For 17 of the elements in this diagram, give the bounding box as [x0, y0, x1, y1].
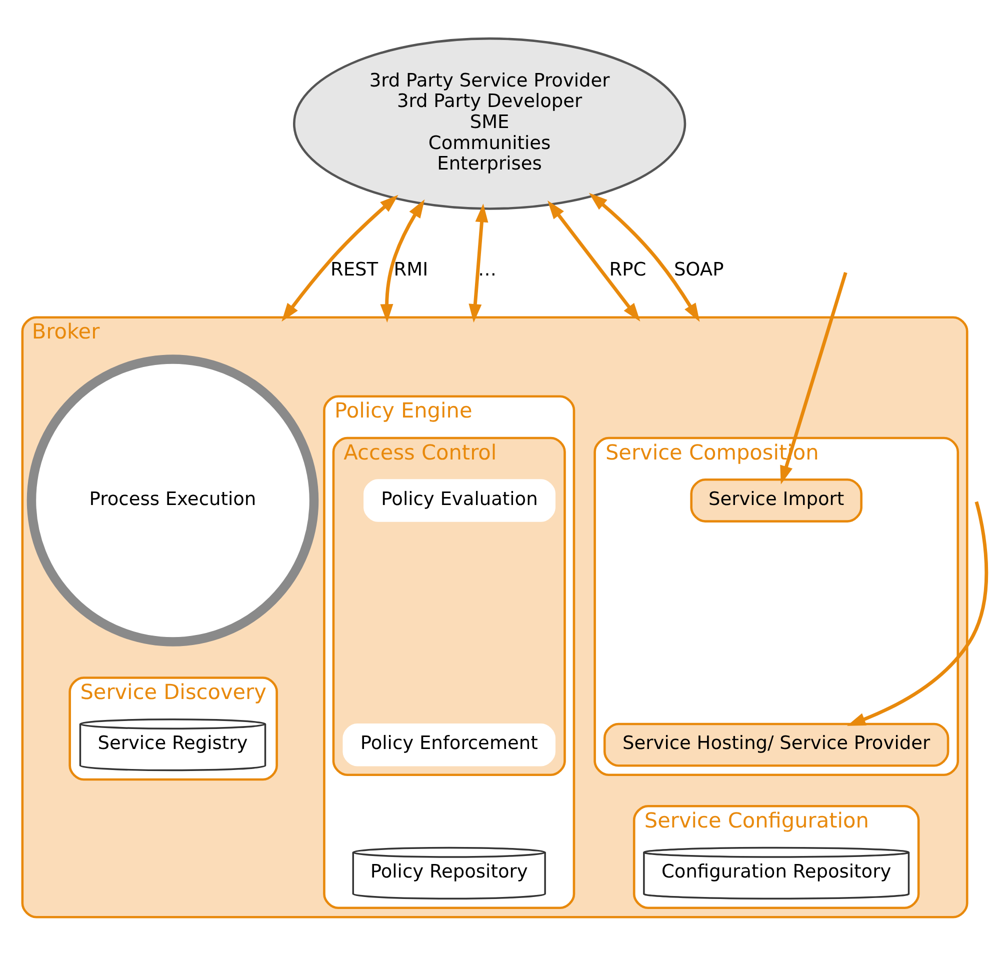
- arrow: [468, 204, 488, 323]
- node-box: Service Import: [690, 478, 862, 522]
- node-box: Policy Enforcement: [342, 723, 556, 766]
- arrow: [846, 501, 988, 726]
- arrow: [282, 194, 398, 322]
- arrow: [380, 199, 425, 323]
- edge-label: SOAP: [674, 260, 724, 281]
- edge-label: …: [478, 260, 496, 281]
- arrow: [588, 192, 700, 322]
- arrow: [780, 272, 848, 484]
- node-box: Service Hosting/ Service Provider: [603, 722, 950, 767]
- arrow: [548, 200, 640, 322]
- node-circle: Process Execution: [26, 354, 319, 646]
- edge-label: RPC: [609, 260, 646, 281]
- edge-label: REST: [330, 260, 378, 281]
- edge-label: RMI: [394, 260, 428, 281]
- node-box: Policy Evaluation: [364, 479, 556, 522]
